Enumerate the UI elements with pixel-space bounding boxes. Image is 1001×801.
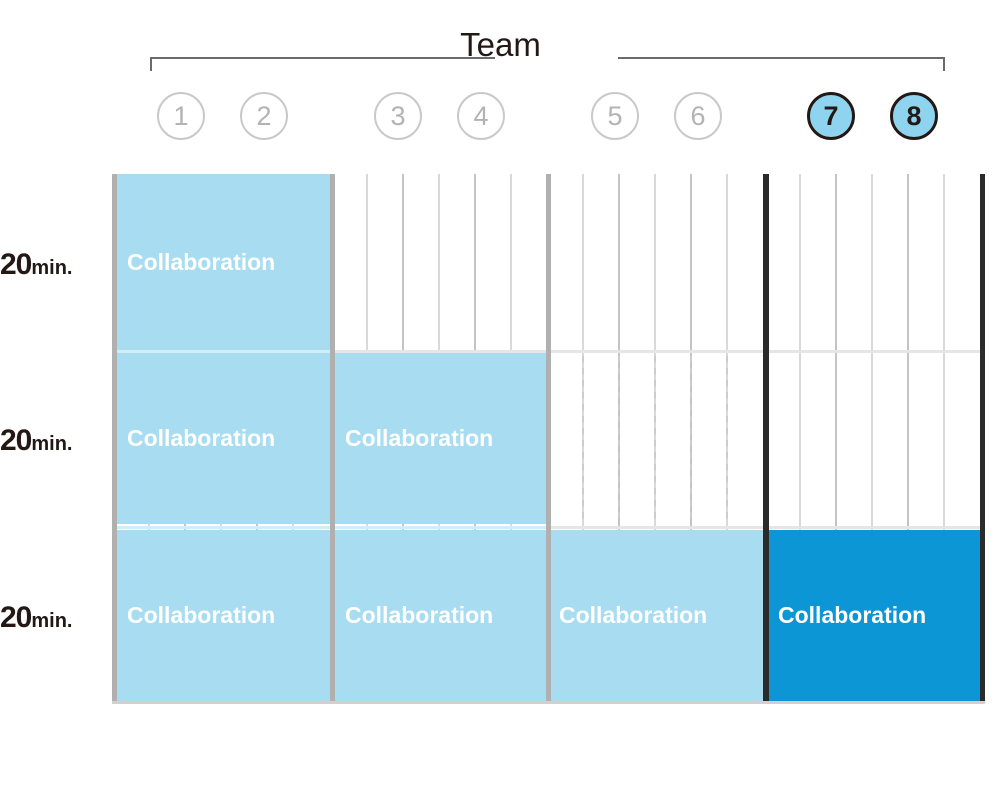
schedule-grid: Collaboration Collaboration Collaboratio… [112,174,985,704]
group-divider-2 [546,174,551,704]
team-member-8[interactable]: 8 [890,92,938,140]
cell-row3-group4[interactable]: Collaboration [768,530,980,701]
cell-label: Collaboration [345,602,494,628]
group-divider-3-highlight [763,174,769,704]
team-member-2[interactable]: 2 [240,92,288,140]
dashed-gridline [726,356,728,524]
team-member-6-label: 6 [690,100,706,131]
row-label-3-unit: min. [31,610,73,632]
row-label-2-unit: min. [31,433,73,455]
cell-row3-group2[interactable]: Collaboration [335,530,549,701]
row-rule-1-blue [112,350,330,353]
row-label-2: 20min. [0,424,104,458]
team-member-3-label: 3 [390,100,406,131]
team-bracket-right-tick [943,57,945,71]
cell-label: Collaboration [127,425,276,451]
dashed-gridline [690,356,692,524]
cell-row3-group3[interactable]: Collaboration [549,530,765,701]
grid-bottom-border [112,701,985,704]
cell-label: Collaboration [345,425,494,451]
row-rule-1 [330,350,980,353]
team-member-4-label: 4 [473,100,489,131]
gridline [835,174,837,704]
dashed-gridline [654,356,656,524]
row-label-1: 20min. [0,248,104,282]
dashed-gridline [618,356,620,524]
cell-label: Collaboration [127,248,276,275]
row-label-3-value: 20 [0,601,32,634]
gridline [943,174,945,704]
group-divider-1 [330,174,335,704]
team-bracket-left-line [150,57,495,59]
team-member-7-label: 7 [823,100,839,131]
team-member-4[interactable]: 4 [457,92,505,140]
cell-row3-group1[interactable]: Collaboration [117,530,330,701]
team-bracket-right-line [618,57,945,59]
gridline [799,174,801,704]
cell-label: Collaboration [127,602,276,628]
cell-label: Collaboration [559,602,708,628]
row-label-1-value: 20 [0,248,32,281]
chart-header: Team 1 2 3 4 5 6 7 8 [0,0,1001,174]
team-member-6[interactable]: 6 [674,92,722,140]
row-label-2-value: 20 [0,424,32,457]
gridline [871,174,873,704]
cell-row2-group2[interactable]: Collaboration [335,353,549,524]
cell-row1-group1[interactable]: Collaboration [117,174,330,350]
grid-left-border [112,174,117,704]
gridline [907,174,909,704]
row-label-1-unit: min. [31,257,73,279]
team-member-8-label: 8 [906,100,922,131]
grid-right-border [980,174,985,704]
team-member-3[interactable]: 3 [374,92,422,140]
cell-row2-group1[interactable]: Collaboration [117,353,330,524]
team-member-1-label: 1 [173,100,189,131]
cell-label: Collaboration [778,602,927,628]
row-label-3: 20min. [0,601,104,635]
page-title: Team [460,26,541,63]
team-member-5[interactable]: 5 [591,92,639,140]
team-member-7[interactable]: 7 [807,92,855,140]
team-bracket-left-tick [150,57,152,71]
dashed-gridline [582,356,584,524]
team-member-2-label: 2 [256,100,272,131]
team-member-1[interactable]: 1 [157,92,205,140]
team-member-5-label: 5 [607,100,623,131]
